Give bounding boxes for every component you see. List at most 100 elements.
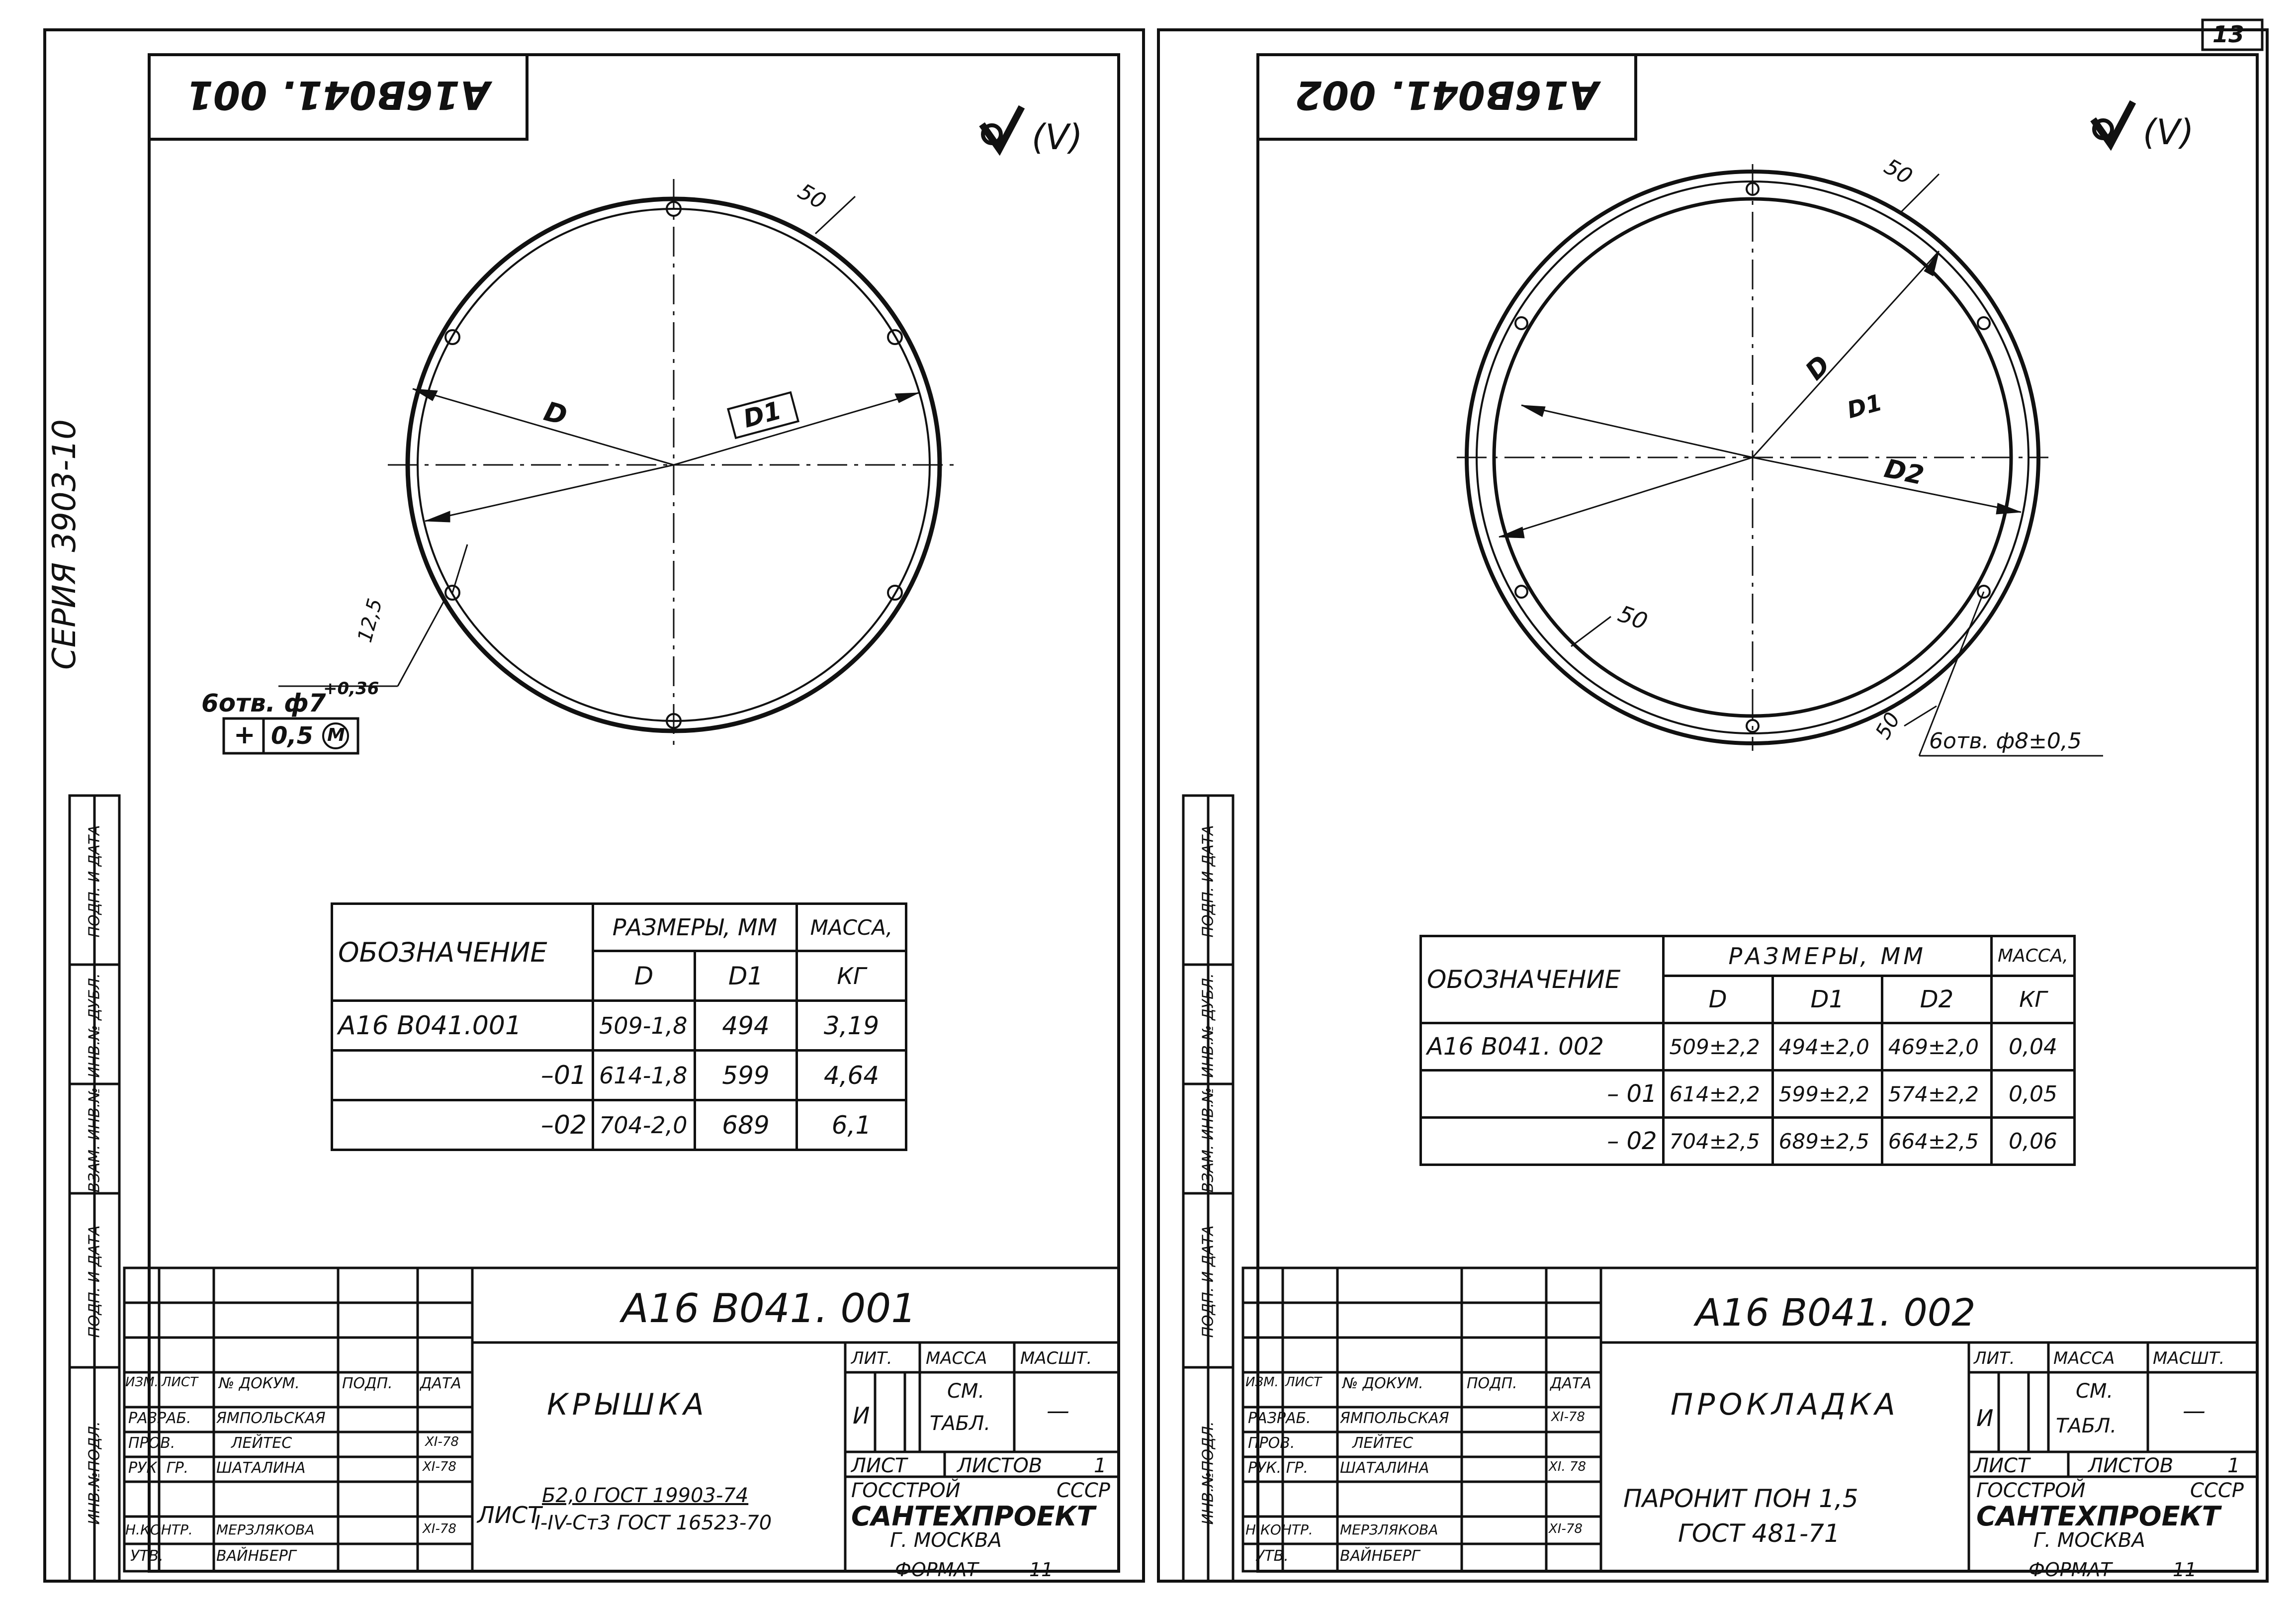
cell-d: 704±2,5 [1662,1116,1774,1166]
cell-mass: 6,1 [795,1099,907,1151]
cell-designation: –02 [331,1099,594,1151]
right-tb-h-podp: ПОДП. [1467,1375,1517,1392]
left-pos-sym: + [234,720,256,750]
right-tb-format: ФОРМАТ [2029,1559,2112,1581]
left-tb-role-1: ПРОВ. [128,1434,176,1452]
left-tb-date-3: XI-78 [423,1521,456,1536]
left-tb-name-1: ЛЕЙТЕС [231,1434,292,1452]
right-tb-name-3: МЕРЗЛЯКОВА [1340,1521,1438,1538]
right-tb-role-2: РУК. ГР. [1248,1459,1309,1477]
right-tb-name-1: ЛЕЙТЕС [1352,1434,1413,1452]
left-tb-org-3: САНТЕХПРОЕКТ [851,1501,1095,1532]
right-tb-sheet: ЛИСТ [1974,1454,2030,1477]
left-tb-name-4: ВАЙНБЕРГ [216,1547,296,1565]
right-tb-org-1: ГОССТРОЙ [1976,1479,2086,1502]
left-tb-org-1: ГОССТРОЙ [851,1479,961,1502]
side-label-dubl-r: ИНВ.№ ДУБЛ. [1199,973,1217,1078]
right-tb-material-2: ГОСТ 481-71 [1678,1519,1840,1548]
cover-drawing [222,105,1025,755]
right-th-mass-unit: КГ [1990,975,2076,1024]
right-tb-name-4: ВАЙНБЕРГ [1340,1547,1420,1565]
right-th-d2: D2 [1880,975,1993,1024]
cell-d2: 469±2,0 [1880,1022,1993,1072]
left-th-d1: D1 [694,950,798,1002]
left-th-d: D [592,950,696,1002]
left-tb-mass: МАССА [926,1348,987,1368]
table-row: –02 704-2,0 689 6,1 [331,1099,907,1151]
cell-d: 509-1,8 [592,999,696,1052]
side-label-podp-data-2: ПОДП. И ДАТА [86,825,103,938]
left-tb-name-2: ШАТАЛИНА [216,1459,306,1477]
right-th-sizes: РАЗМЕРЫ, ММ [1662,935,1993,977]
right-th-d1: D1 [1771,975,1883,1024]
cell-d: 704-2,0 [592,1099,696,1151]
right-tb-name-2: ШАТАЛИНА [1340,1459,1429,1477]
cell-d1: 599±2,2 [1771,1069,1883,1119]
series-label: СЕРИЯ 3903-10 [46,419,83,670]
right-tb-role-0: РАЗРАБ. [1248,1410,1311,1427]
left-tb-h-date: ДАТА [420,1375,461,1392]
right-roughness: (V) [2143,112,2194,153]
left-tb-material-2: I-IV-Ст3 ГОСТ 16523-70 [534,1512,772,1534]
right-tb-h-izm: ИЗМ. [1245,1375,1279,1390]
left-th-mass: МАССА, [795,902,907,952]
left-tb-format: ФОРМАТ [895,1559,978,1581]
side-label-dubl: ИНВ.№ ДУБЛ. [86,973,103,1078]
left-tb-scale: МАСШТ. [1020,1348,1092,1368]
table-row: А16 В041. 002 509±2,2 494±2,0 469±2,0 0,… [1419,1022,2076,1072]
left-tb-name-3: МЕРЗЛЯКОВА [216,1521,315,1538]
left-tb-h-doc: № ДОКУМ. [219,1375,300,1392]
right-th-d: D [1662,975,1774,1024]
left-tb-format-val: 11 [1029,1559,1054,1581]
left-tb-material-1: Б2,0 ГОСТ 19903-74 [542,1484,749,1507]
cell-designation: А16 В041.001 [331,999,594,1052]
cell-designation: А16 В041. 002 [1419,1022,1665,1072]
cell-designation: – 01 [1419,1069,1665,1119]
right-th-designation: ОБОЗНАЧЕНИЕ [1419,935,1665,1024]
right-tb-mass: МАССА [2053,1348,2115,1368]
left-tb-material-prefix: ЛИСТ [477,1502,542,1528]
right-tb-role-4: УТВ. [1255,1547,1289,1565]
right-tb-role-1: ПРОВ. [1248,1434,1295,1452]
right-tb-date-0: XI-78 [1551,1410,1585,1425]
right-tb-date-3: XI-78 [1549,1521,1583,1536]
left-th-mass-unit: КГ [795,950,907,1002]
left-tb-sheets: ЛИСТОВ [957,1454,1043,1477]
left-tb-name-0: ЯМПОЛЬСКАЯ [216,1410,326,1427]
right-dim-holes: 6отв. ф8±0,5 [1929,728,2082,754]
right-tb-scale-val: — [2183,1397,2206,1424]
left-tb-org-4: Г. МОСКВА [890,1529,1002,1552]
cell-mass: 0,06 [1990,1116,2076,1166]
left-pos-tol: 0,5 [271,722,314,750]
left-tb-h-list: ЛИСТ [162,1375,198,1390]
right-tb-h-doc: № ДОКУМ. [1342,1375,1423,1392]
side-label-inv-podl: ИНВ.№ПОДЛ. [86,1421,103,1525]
left-tb-sheet: ЛИСТ [851,1454,907,1477]
cell-d1: 599 [694,1049,798,1101]
right-tb-mass-val-1: СМ. [2076,1380,2114,1403]
right-th-mass: МАССА, [1990,935,2076,977]
left-tb-date-1: XI-78 [425,1434,459,1449]
cell-d1: 494±2,0 [1771,1022,1883,1072]
cell-d1: 494 [694,999,798,1052]
right-size-table: ОБОЗНАЧЕНИЕ РАЗМЕРЫ, ММ МАССА, D D1 D2 К… [1419,935,2076,1166]
left-pos-mod: M [327,725,345,745]
right-tb-date-2: XI. 78 [1549,1459,1587,1474]
cell-designation: – 02 [1419,1116,1665,1166]
side-label-podp-data-1-r: ПОДП. И ДАТА [1199,1225,1217,1338]
left-dim-holes-tol: +0,36 [323,679,379,699]
left-tb-mass-val-1: СМ. [947,1380,985,1403]
cell-designation: –01 [331,1049,594,1101]
right-tb-material-1: ПАРОНИТ ПОН 1,5 [1623,1484,1858,1513]
cell-mass: 3,19 [795,999,907,1052]
right-tb-role-3: Н.КОНТР. [1245,1521,1313,1538]
left-tb-role-0: РАЗРАБ. [128,1410,191,1427]
right-tb-name-0: ЯМПОЛЬСКАЯ [1340,1410,1449,1427]
left-tb-lit-val: И [853,1402,870,1429]
side-label-podp-data-1: ПОДП. И ДАТА [86,1225,103,1338]
right-tb-lit: ЛИТ. [1974,1348,2015,1368]
left-dim-holes: 6отв. ф7 [201,689,326,717]
left-size-table: ОБОЗНАЧЕНИЕ РАЗМЕРЫ, ММ МАССА, D D1 КГ А… [331,902,907,1151]
right-tb-h-date: ДАТА [1550,1375,1591,1392]
